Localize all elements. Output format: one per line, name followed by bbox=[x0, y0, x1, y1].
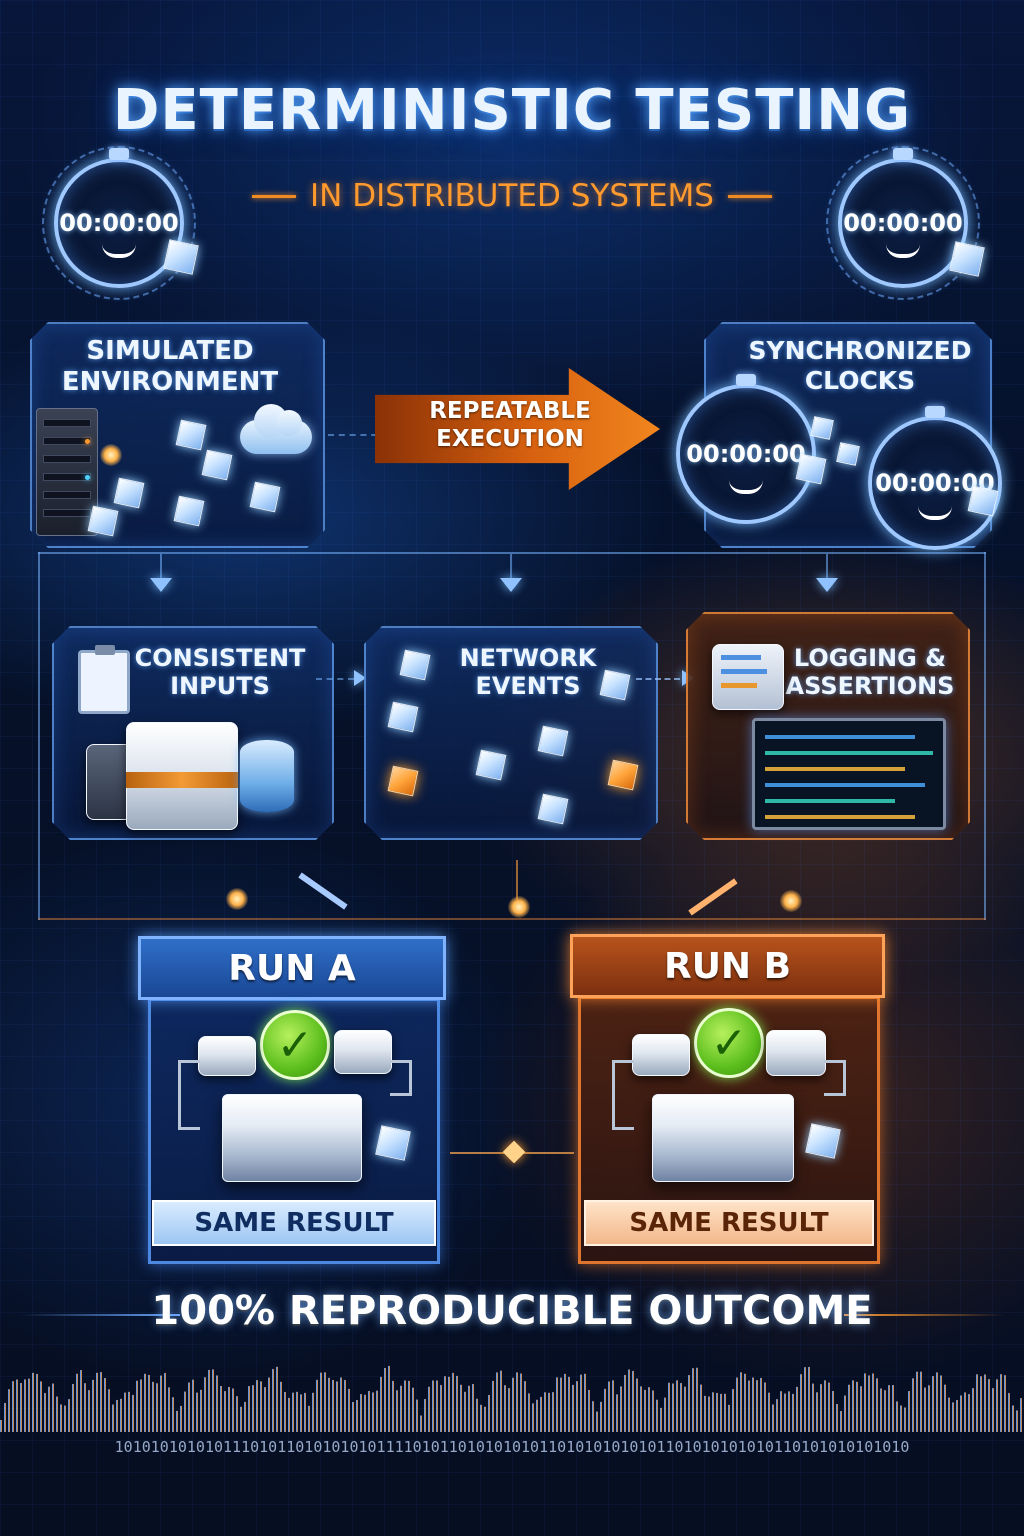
cube-icon bbox=[113, 477, 145, 509]
node-icon bbox=[632, 1034, 690, 1076]
node-icon bbox=[334, 1030, 392, 1074]
cube-icon bbox=[173, 495, 205, 527]
clipboard-icon bbox=[78, 645, 130, 714]
node-icon bbox=[198, 1036, 256, 1076]
label-logging-assertions: LOGGING & ASSERTIONS bbox=[785, 644, 955, 701]
cube-icon bbox=[810, 416, 834, 440]
cloud-icon bbox=[240, 404, 312, 454]
checkmark-icon: ✓ bbox=[260, 1010, 330, 1080]
cube-orange-icon bbox=[387, 765, 419, 797]
stopwatch-icon: 00:00:00 bbox=[676, 374, 816, 524]
checklist-icon bbox=[712, 644, 784, 710]
binary-strip: 1010101010101110101101010101011110101101… bbox=[114, 1438, 910, 1456]
subtitle-line-left bbox=[252, 194, 297, 198]
label-simulated-environment: SIMULATED ENVIRONMENT bbox=[61, 336, 279, 397]
cube-icon bbox=[175, 419, 207, 451]
cube-orange-icon bbox=[607, 759, 639, 791]
waveform-graphic bbox=[0, 1365, 1022, 1432]
cube-icon bbox=[87, 505, 119, 537]
label-consistent-inputs: CONSISTENT INPUTS bbox=[134, 644, 306, 701]
frame-line bbox=[38, 552, 40, 920]
run-a-result: SAME RESULT bbox=[152, 1200, 436, 1246]
stopwatch-icon: 00:00:00 bbox=[868, 406, 1002, 550]
checkmark-icon: ✓ bbox=[694, 1008, 764, 1078]
cube-icon bbox=[249, 481, 281, 513]
glow-dot bbox=[226, 888, 248, 910]
frame-line bbox=[38, 552, 986, 554]
subtitle-row: IN DISTRIBUTED SYSTEMS bbox=[0, 178, 1024, 214]
arrow-down-icon bbox=[816, 578, 838, 592]
label-network-events: NETWORK EVENTS bbox=[459, 644, 597, 701]
label-synchronized-clocks: SYNCHRONIZED CLOCKS bbox=[748, 336, 972, 395]
node-icon bbox=[766, 1030, 826, 1076]
page-subtitle: IN DISTRIBUTED SYSTEMS bbox=[310, 178, 714, 214]
cube-icon bbox=[201, 449, 233, 481]
cube-icon bbox=[387, 701, 419, 733]
cube-icon bbox=[537, 725, 569, 757]
stopwatch-left-icon: 00:00:00 bbox=[42, 146, 196, 300]
subtitle-line-right bbox=[727, 194, 772, 198]
cube-icon bbox=[967, 485, 999, 517]
glow-dot bbox=[780, 890, 802, 912]
connector-line bbox=[328, 434, 388, 436]
run-b-header: RUN B bbox=[570, 934, 885, 998]
clock-readout: 00:00:00 bbox=[686, 440, 806, 468]
arrow-down-icon bbox=[500, 578, 522, 592]
run-b-result: SAME RESULT bbox=[584, 1200, 874, 1246]
cube-icon bbox=[805, 1123, 841, 1159]
cube-icon bbox=[375, 1125, 411, 1161]
run-a-header: RUN A bbox=[138, 936, 446, 1000]
cube-icon bbox=[537, 793, 569, 825]
glow-dot bbox=[508, 896, 530, 918]
arrow-down-icon bbox=[150, 578, 172, 592]
cube-icon bbox=[163, 239, 199, 275]
glow-dot bbox=[100, 444, 122, 466]
frame-line bbox=[984, 552, 986, 920]
cube-icon bbox=[836, 442, 860, 466]
outcome-banner: 100% REPRODUCIBLE OUTCOME bbox=[151, 1288, 873, 1334]
cube-icon bbox=[949, 241, 985, 277]
arrow-right-icon bbox=[354, 670, 366, 686]
database-icon bbox=[240, 740, 294, 812]
page-title: DETERMINISTIC TESTING bbox=[112, 78, 912, 143]
log-monitor-icon bbox=[752, 718, 946, 830]
frame-line bbox=[38, 918, 986, 920]
server-rack-icon bbox=[36, 408, 98, 536]
stopwatch-right-icon: 00:00:00 bbox=[826, 146, 980, 300]
cube-icon bbox=[795, 453, 827, 485]
central-server-icon bbox=[222, 1094, 362, 1182]
central-server-icon bbox=[652, 1094, 794, 1182]
cube-icon bbox=[475, 749, 507, 781]
label-repeatable-execution: REPEATABLE EXECUTION bbox=[429, 398, 591, 452]
cube-icon bbox=[399, 649, 431, 681]
cube-icon bbox=[599, 669, 631, 701]
